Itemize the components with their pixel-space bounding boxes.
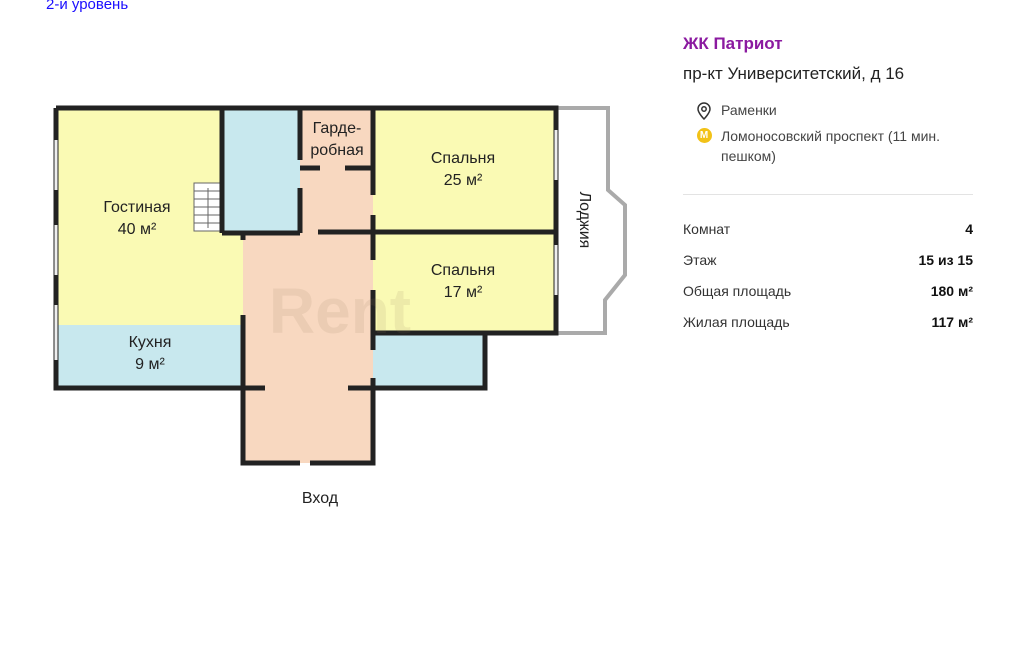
divider xyxy=(683,194,973,195)
bedroom1-area xyxy=(373,108,556,232)
bathroom2-area xyxy=(373,333,485,388)
param-row: Жилая площадь 117 м² xyxy=(683,314,973,345)
stairs-icon xyxy=(193,182,223,232)
wardrobe-area xyxy=(300,108,373,168)
kitchen-area xyxy=(56,325,244,388)
bedroom1-name: Спальня xyxy=(431,150,495,167)
param-value: 180 м² xyxy=(930,283,973,299)
bedroom2-area-label: 17 м² xyxy=(444,284,483,301)
complex-name[interactable]: ЖК Патриот xyxy=(683,34,783,53)
param-label: Этаж xyxy=(683,252,717,268)
param-value: 4 xyxy=(965,221,973,237)
bedroom1-area-label: 25 м² xyxy=(444,172,483,189)
loggia-outline xyxy=(556,106,627,335)
wardrobe-name-2: робная xyxy=(310,142,363,159)
param-label: Жилая площадь xyxy=(683,314,790,330)
district: Раменки xyxy=(721,102,777,118)
watermark: Rent xyxy=(269,275,411,347)
bathroom-area xyxy=(222,108,300,233)
address: пр-кт Университетский, д 16 xyxy=(683,64,905,83)
windows xyxy=(54,130,558,360)
param-row: Общая площадь 180 м² xyxy=(683,283,973,314)
bedroom2-name: Спальня xyxy=(431,262,495,279)
entrance-label: Вход xyxy=(302,490,339,507)
location-pin-icon xyxy=(695,100,713,120)
param-value: 117 м² xyxy=(931,314,974,330)
kitchen-area-label: 9 м² xyxy=(135,356,165,373)
metro-icon: М xyxy=(696,128,712,143)
loggia-name: Лоджия xyxy=(576,192,593,249)
wardrobe-name-1: Гарде- xyxy=(313,120,362,137)
listing-info: ЖК Патриот пр-кт Университетский, д 16 Р… xyxy=(683,34,973,345)
bedroom2-area xyxy=(373,232,556,333)
hall-area xyxy=(243,168,373,463)
param-value: 15 из 15 xyxy=(918,252,974,268)
kitchen-name: Кухня xyxy=(129,334,172,351)
metro-station: Ломоносовский проспект (11 мин. пешком) xyxy=(721,128,941,164)
param-label: Комнат xyxy=(683,221,731,237)
living-room-name: Гостиная xyxy=(103,199,170,216)
level-label: 2-и уровень xyxy=(46,0,129,13)
param-row: Комнат 4 xyxy=(683,221,973,252)
param-label: Общая площадь xyxy=(683,283,792,299)
floor-plan: Гостиная 40 м² Кухня 9 м² Гарде- робная … xyxy=(53,105,627,507)
param-row: Этаж 15 из 15 xyxy=(683,252,973,283)
living-room-area-label: 40 м² xyxy=(118,221,157,238)
